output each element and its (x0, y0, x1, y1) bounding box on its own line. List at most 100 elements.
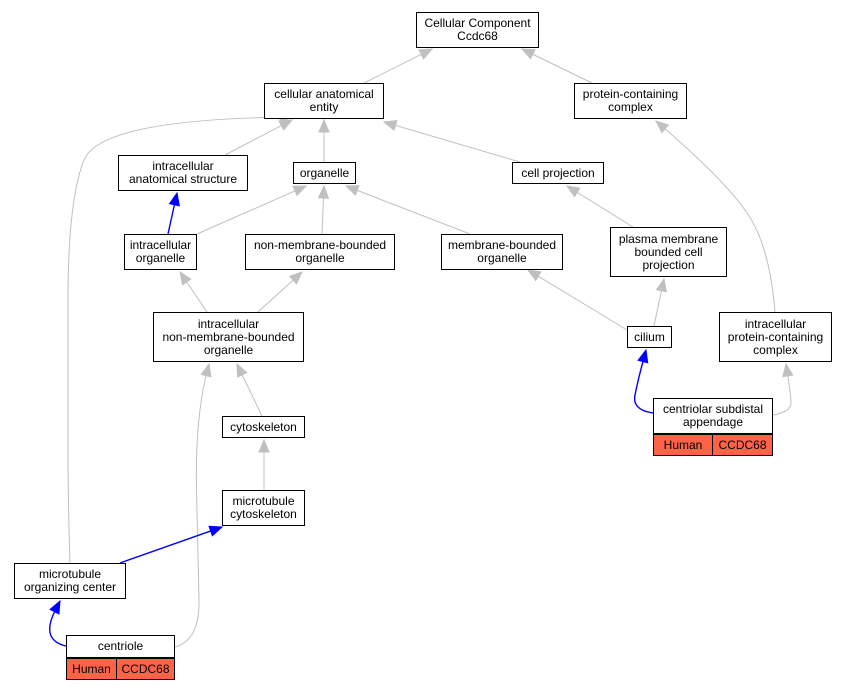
node-org[interactable]: organelle (293, 162, 356, 184)
node-label-line: organelle (299, 165, 350, 180)
is-a-arrowhead (317, 184, 330, 199)
node-label-line: cell projection (521, 165, 595, 180)
node-label-line: intracellular (197, 316, 260, 331)
is-a-arrowhead (418, 48, 434, 60)
node-label-line: organelle (135, 251, 186, 265)
is-a-edge (196, 189, 298, 235)
is-a-edge (321, 195, 325, 235)
node-label-line: cilium (634, 329, 665, 344)
node-label-line: cytoskeleton (230, 419, 297, 434)
is-a-arrowhead (782, 362, 794, 378)
is-a-edge (67, 116, 283, 564)
node-label-line: centriolar subdistal (662, 402, 764, 416)
is-a-edge (174, 373, 208, 648)
is-a-edge (575, 190, 634, 228)
is-a-edge (530, 52, 593, 84)
node-label-line: non-membrane-bounded (253, 238, 387, 252)
is-a-edge (355, 189, 471, 235)
node-label-line: non-membrane-bounded (162, 329, 295, 344)
gene-tag: CCDC68 (712, 434, 773, 456)
is-a-arrowhead (520, 48, 536, 60)
node-label-line: cytoskeleton (230, 507, 297, 521)
is-a-arrowhead (292, 185, 308, 197)
node-label-line: organelle (295, 251, 345, 265)
is-a-edge (772, 373, 792, 416)
is-a-edge (393, 124, 521, 163)
is-a-edge (185, 280, 208, 313)
node-label-line: microtubule (232, 494, 295, 508)
node-cent[interactable]: centriole (66, 635, 175, 658)
is-a-arrowhead (200, 362, 212, 378)
node-label: organelle (299, 165, 350, 180)
part-of-edge (48, 609, 67, 647)
part-of-arrowhead (168, 191, 180, 207)
is-a-arrowhead (655, 120, 670, 134)
node-label-line: Ccdc68 (457, 29, 498, 43)
node-label-line: Cellular Component (424, 16, 531, 30)
is-a-edge (257, 278, 295, 313)
node-label-line: bounded cell (634, 244, 703, 259)
node-label-line: organelle (477, 251, 527, 265)
node-label-line: intracellular (129, 238, 192, 252)
gene-tag: CCDC68 (116, 658, 175, 680)
node-label-line: anatomical structure (128, 172, 238, 186)
part-of-arrowhead (49, 599, 61, 615)
is-a-edge (663, 127, 776, 313)
node-label-line: entity (309, 100, 339, 114)
is-a-arrowhead (526, 269, 542, 282)
node-label-line: protein-containing (582, 87, 679, 101)
is-a-arrowhead (382, 120, 398, 132)
part-of-edge (119, 529, 213, 564)
node-label-line: organizing center (23, 580, 117, 594)
is-a-arrowhead (344, 185, 360, 196)
node-label-line: projection (642, 257, 695, 272)
node-cyto[interactable]: cytoskeleton (222, 416, 305, 438)
node-label-line: protein-containing (727, 329, 824, 344)
node-label: centriole (98, 640, 143, 653)
part-of-arrowhead (208, 525, 224, 537)
node-label-line: complex (608, 100, 653, 114)
is-a-arrowhead (288, 271, 303, 285)
node-label: cilium (634, 329, 665, 344)
node-label: cytoskeleton (230, 419, 297, 434)
node-label-line: intracellular (744, 316, 807, 331)
is-a-arrowhead (236, 362, 248, 378)
node-label-line: organelle (203, 342, 254, 357)
is-a-arrowhead (655, 277, 668, 293)
is-a-arrowhead (565, 185, 581, 198)
node-cp[interactable]: cell projection (512, 162, 604, 184)
part-of-edge (633, 359, 654, 414)
is-a-arrowhead (318, 118, 330, 133)
node-label-line: microtubule (38, 567, 102, 581)
node-label-line: membrane-bounded (447, 238, 557, 252)
species-tag: Human (653, 434, 713, 456)
part-of-arrowhead (637, 348, 649, 364)
node-cil[interactable]: cilium (627, 326, 672, 348)
is-a-edge (224, 124, 284, 156)
is-a-edge (653, 288, 663, 327)
node-label-line: appendage (682, 415, 744, 429)
is-a-edge (536, 274, 628, 331)
